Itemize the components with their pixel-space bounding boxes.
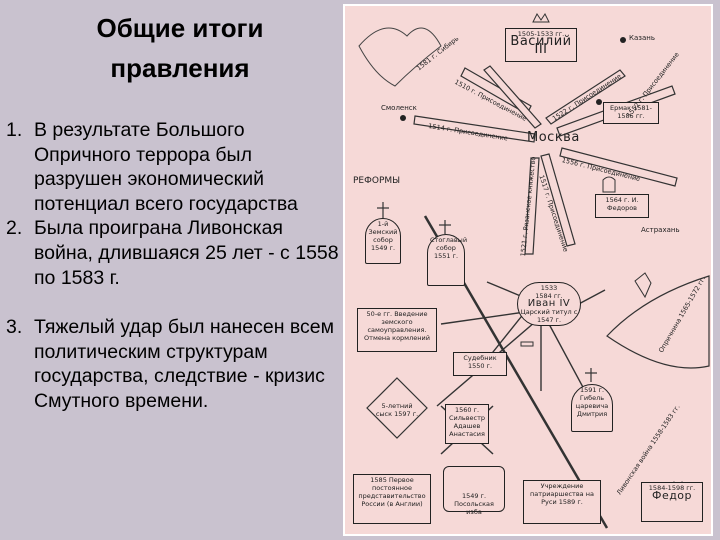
reform50-text: 50-е гг. Введение земского самоуправлени… xyxy=(364,310,430,342)
history-diagram: 1505-1533 гг. Василий III Казань Смоленс… xyxy=(343,4,713,536)
vasily-name: Василий III xyxy=(510,34,572,57)
list-item: 1. В результате Большого Опричного терро… xyxy=(6,118,342,216)
list-item: 2. Была проиграна Ливонская война, дливш… xyxy=(6,216,342,290)
fedor-name: Федор xyxy=(651,489,693,502)
sudebnik-text: Судебник 1550 г. xyxy=(463,354,497,370)
fedor-years: 1584-1598 гг. xyxy=(648,484,696,492)
dmitry-text: 1591 г. Гибель царевича Дмитрия xyxy=(575,386,609,418)
yermak-box: Ермак 1581-1585 гг. xyxy=(603,102,659,124)
first-embassy-text: 1585 Первое постоянное представительство… xyxy=(358,476,426,508)
kazan-label: Казань xyxy=(629,34,655,42)
stoglav-box: Стоглавый собор 1551 г. xyxy=(427,234,468,286)
sobor-box: 1-й Земский собор 1549 г. xyxy=(365,218,401,264)
list-item: 3. Тяжелый удар был нанесен всем политич… xyxy=(6,315,342,413)
adashev-text: 1560 г. Сильвестр Адашев Анастасия xyxy=(448,406,486,438)
dmitry-box: 1591 г. Гибель царевича Дмитрия xyxy=(571,384,613,432)
astrakhan-label: Астрахань xyxy=(641,226,680,234)
fedorov-text: 1564 г. И. Федоров xyxy=(605,196,639,212)
sudebnik-box: Судебник 1550 г. xyxy=(453,352,507,376)
item-text: Тяжелый удар был нанесен всем политическ… xyxy=(34,316,335,412)
first-embassy-box: 1585 Первое постоянное представительство… xyxy=(353,474,431,524)
patriarch-box: Учреждение патриаршества на Руси 1589 г. xyxy=(523,480,601,524)
vasily-box: 1505-1533 гг. Василий III xyxy=(505,28,577,62)
moscow-label: Москва xyxy=(527,130,580,145)
ivan-years2: 1584 гг. xyxy=(535,292,563,300)
item-number: 2. xyxy=(6,217,23,240)
fedorov-box: 1564 г. И. Федоров xyxy=(595,194,649,218)
stoglav-text: Стоглавый собор 1551 г. xyxy=(430,236,468,260)
fedor-box: 1584-1598 гг. Федор xyxy=(641,482,703,522)
item-number: 3. xyxy=(6,316,23,339)
yermak-text: Ермак 1581-1585 гг. xyxy=(610,104,652,120)
results-list: 1. В результате Большого Опричного терро… xyxy=(6,118,342,414)
title-line-1: Общие итоги xyxy=(96,13,264,43)
ivan-name: Иван IV xyxy=(527,298,571,309)
embassy-box: 1549 г. Посольская изба xyxy=(443,466,505,516)
adashev-box: 1560 г. Сильвестр Адашев Анастасия xyxy=(445,404,489,444)
title-line-2: правления xyxy=(110,53,250,83)
item-number: 1. xyxy=(6,119,23,141)
item-text: Была проиграна Ливонская война, длившаяс… xyxy=(34,217,339,289)
vasily-years: 1505-1533 гг. xyxy=(517,30,565,38)
reforms-label: РЕФОРМЫ xyxy=(353,176,401,186)
embassy-text: 1549 г. Посольская изба xyxy=(454,492,494,516)
smolensk-label: Смоленск xyxy=(381,104,417,112)
ivan-box: 1533 1584 гг. Иван IV Царский титул с 15… xyxy=(517,282,581,326)
ivan-sub: Царский титул с 1547 г. xyxy=(520,308,578,324)
patriarch-text: Учреждение патриаршества на Руси 1589 г. xyxy=(530,482,594,506)
item-text: В результате Большого Опричного террора … xyxy=(34,119,298,215)
reform50-box: 50-е гг. Введение земского самоуправлени… xyxy=(357,308,437,352)
slide-title: Общие итоги правления xyxy=(60,8,300,88)
sysk-label: 5-летний сыск 1597 г. xyxy=(375,402,419,418)
sobor-text: 1-й Земский собор 1549 г. xyxy=(368,220,398,252)
ivan-years1: 1533 xyxy=(540,284,558,292)
diagram-lines xyxy=(358,13,710,529)
